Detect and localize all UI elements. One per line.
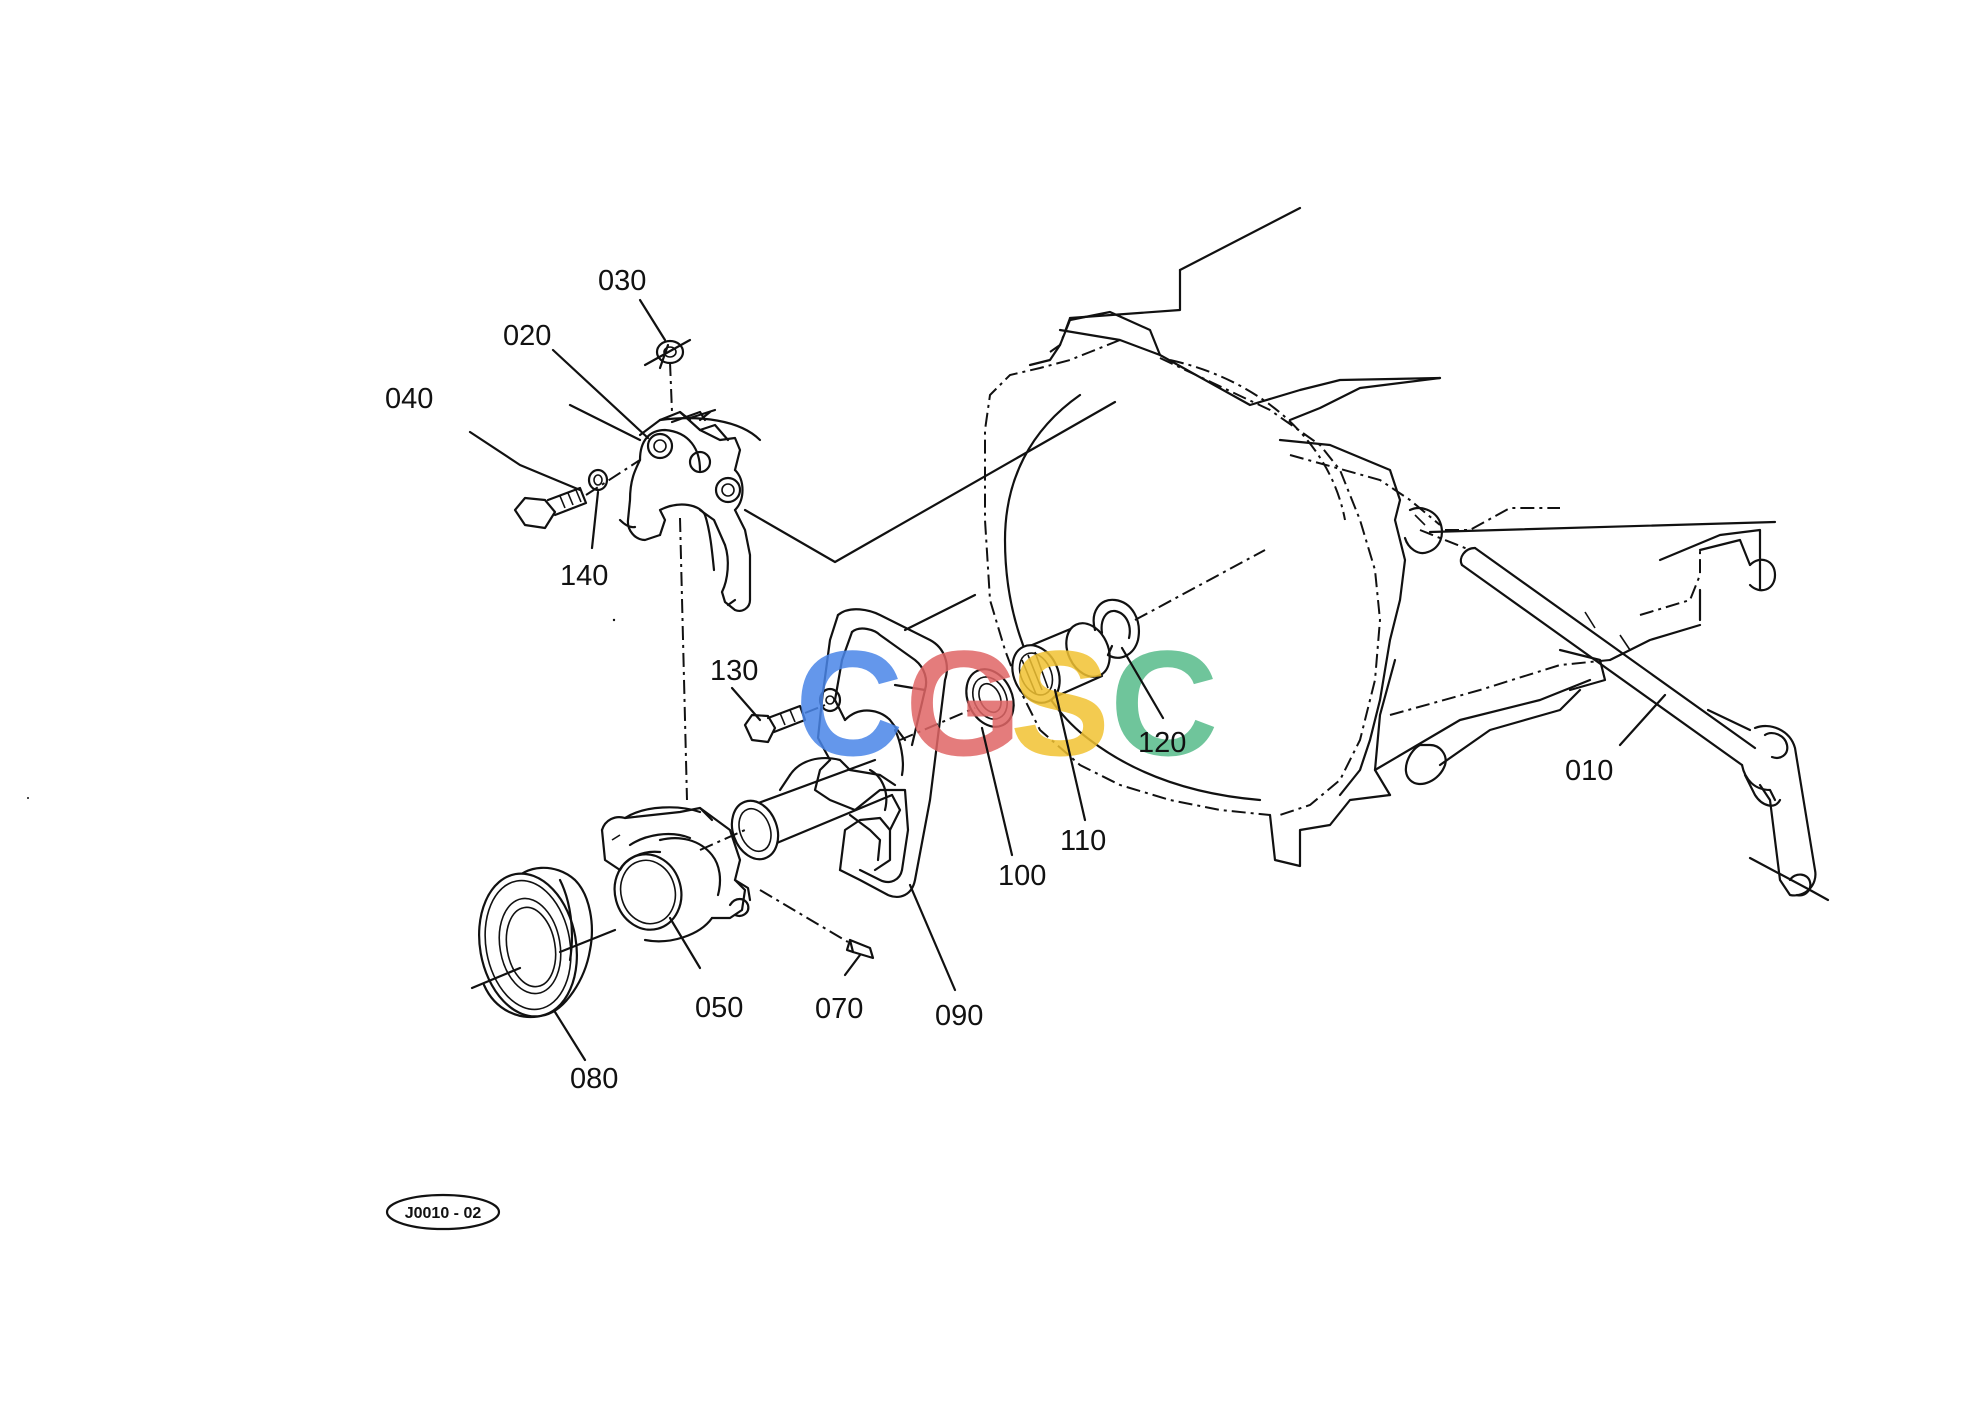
callout-080: 080 (570, 1063, 618, 1095)
release-shaft (1419, 529, 1830, 902)
release-bearing-080 (470, 866, 617, 1019)
callout-070: 070 (815, 993, 863, 1025)
watermark: C G S C (795, 619, 1218, 787)
callout-100: 100 (998, 860, 1046, 892)
watermark-letter-1: C (795, 619, 903, 787)
release-hub-050 (600, 806, 752, 943)
callout-110: 110 (1060, 825, 1106, 857)
stray-dot-left (27, 797, 29, 799)
callout-090: 090 (935, 1000, 983, 1032)
callout-030: 030 (598, 265, 646, 297)
pin-070 (759, 889, 875, 960)
callout-050: 050 (695, 992, 743, 1024)
diagram-code-badge: J0010 - 02 (385, 1193, 501, 1231)
callout-labels: 030 020 040 140 130 120 110 100 010 090 … (385, 265, 1613, 1095)
callout-140: 140 (560, 560, 608, 592)
bearing-holder-090 (699, 593, 977, 898)
ring-030 (643, 338, 692, 413)
bolt-130 (743, 704, 826, 744)
clutch-housing (984, 206, 1777, 868)
callout-010: 010 (1565, 755, 1613, 787)
stray-dot (612, 618, 616, 622)
callout-130: 130 (710, 655, 758, 687)
diagram-code: J0010 - 02 (405, 1205, 482, 1222)
washer-140 (587, 468, 609, 492)
watermark-letter-4: C (1110, 619, 1218, 787)
watermark-letter-2: G (905, 619, 1022, 787)
callout-020: 020 (503, 320, 551, 352)
needle-bearing-110 (1011, 622, 1111, 704)
watermark-letter-3: S (1010, 619, 1110, 787)
leader-lines (468, 298, 1667, 1062)
callout-040: 040 (385, 383, 433, 415)
seal-100 (899, 668, 1015, 741)
callout-120: 120 (1138, 727, 1186, 759)
release-fork (568, 400, 1117, 801)
